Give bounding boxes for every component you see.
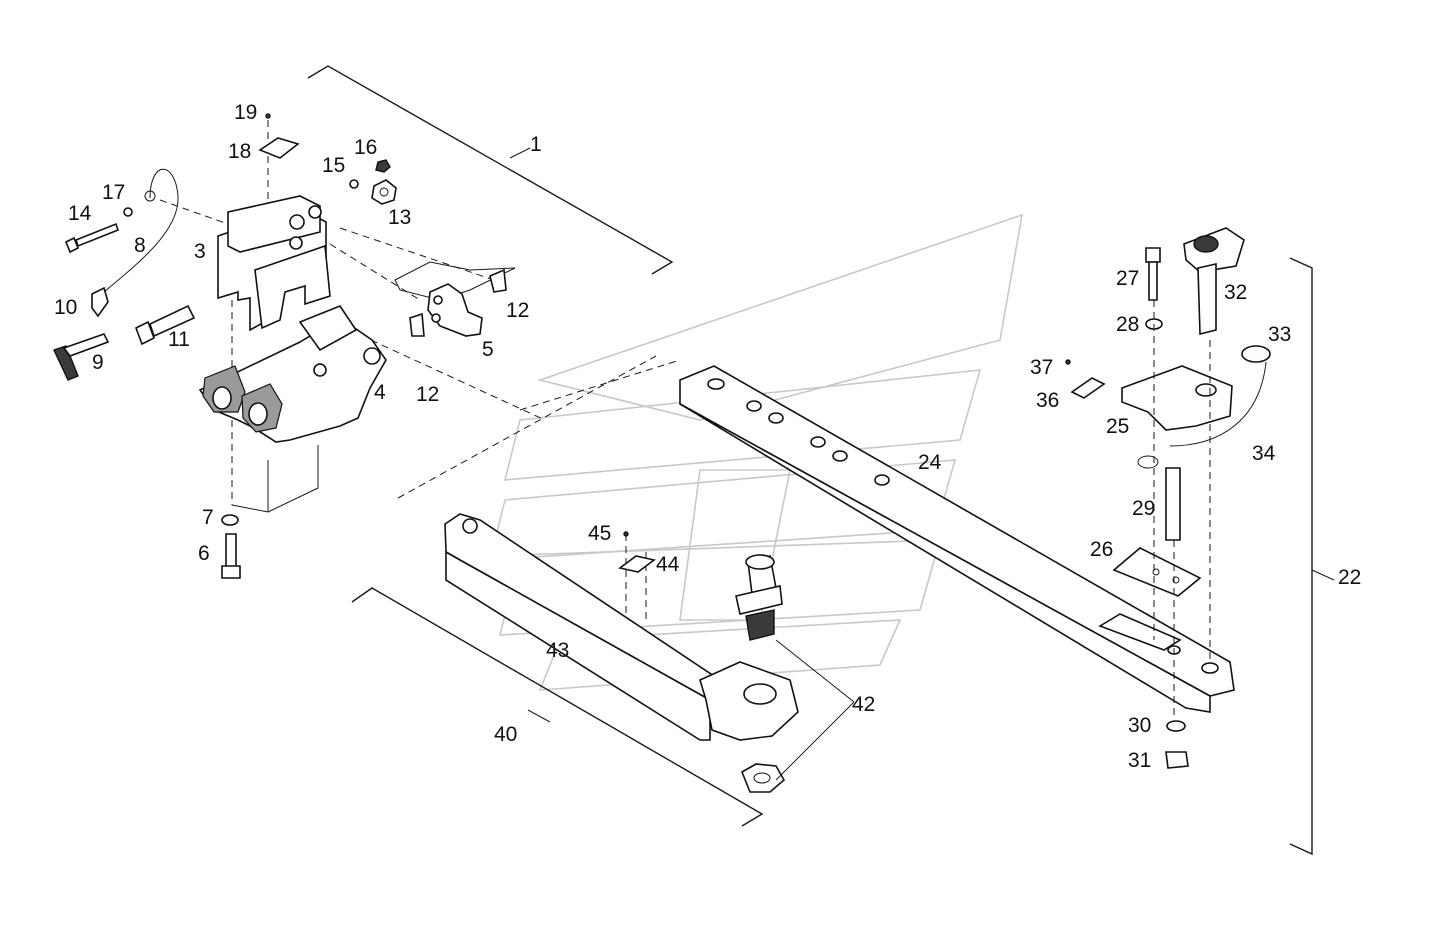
callout-25: 25 <box>1106 415 1129 438</box>
callout-19: 19 <box>234 101 257 124</box>
part-15-washer <box>349 179 359 189</box>
assembly-lines-group-40 <box>397 355 681 632</box>
callout-26: 26 <box>1090 538 1113 561</box>
callout-33: 33 <box>1268 323 1291 346</box>
callout-42: 42 <box>852 693 875 716</box>
callout-14: 14 <box>68 202 92 225</box>
callout-1: 1 <box>530 133 542 156</box>
part-33-clip <box>1241 345 1271 363</box>
callout-24: 24 <box>918 451 942 474</box>
callout-32: 32 <box>1224 281 1247 304</box>
callout-15: 15 <box>322 154 345 177</box>
leader-lines <box>509 147 1335 781</box>
part-6-bolt <box>221 533 241 579</box>
bracket-group-22 <box>1289 257 1313 856</box>
callout-31: 31 <box>1128 749 1151 772</box>
part-43-lower-arm <box>444 513 799 741</box>
callout-5: 5 <box>482 338 494 361</box>
callout-6: 6 <box>198 542 210 565</box>
callout-44: 44 <box>656 553 680 576</box>
part-31-nut <box>1165 751 1189 769</box>
callout-18: 18 <box>228 140 251 163</box>
part-17-washer <box>123 207 133 217</box>
callout-16: 16 <box>354 136 377 159</box>
part-5-latch <box>427 283 483 337</box>
callout-8: 8 <box>134 234 146 257</box>
part-14-bolt <box>64 222 119 254</box>
callout-9: 9 <box>92 351 104 374</box>
callout-29: 29 <box>1132 497 1155 520</box>
part-32-hitch-pin <box>1183 227 1245 336</box>
callout-12-lower: 12 <box>416 383 439 406</box>
callout-13: 13 <box>388 206 411 229</box>
callout-labels: 1 3 4 5 6 7 8 9 10 11 12 12 13 14 15 16 … <box>54 101 1361 772</box>
part-29-stud <box>1165 467 1181 541</box>
part-16-nut-small <box>375 159 391 173</box>
part-34-chain <box>1137 361 1267 469</box>
callout-22: 22 <box>1338 566 1361 589</box>
part-4-lower-jaw <box>198 305 387 443</box>
bracket-group-40 <box>351 587 764 827</box>
callout-40: 40 <box>494 723 517 746</box>
part-8-lanyard <box>103 168 179 293</box>
part-10-clip <box>91 286 109 318</box>
part-42-nut <box>740 763 786 793</box>
part-36-plate <box>1070 377 1106 399</box>
part-27-bolt <box>1145 247 1161 301</box>
bracket-group-1 <box>307 65 674 275</box>
part-26-plate <box>1112 547 1202 597</box>
callout-45: 45 <box>588 522 611 545</box>
part-13-nut <box>371 179 397 205</box>
callout-37: 37 <box>1030 356 1053 379</box>
part-19-pin <box>265 113 271 119</box>
part-18-plate <box>258 137 300 159</box>
callout-10: 10 <box>54 296 77 319</box>
callout-43: 43 <box>546 639 569 662</box>
callout-4: 4 <box>374 381 386 404</box>
part-25-bracket <box>1121 365 1233 431</box>
callout-34: 34 <box>1252 442 1276 465</box>
part-12-ring-upper <box>489 268 507 293</box>
callout-36: 36 <box>1036 389 1059 412</box>
part-12-ring-lower <box>409 312 425 337</box>
callout-27: 27 <box>1116 267 1139 290</box>
part-42-pin <box>735 554 783 641</box>
part-24-drawbar <box>679 365 1235 713</box>
part-11-bolt <box>134 304 196 346</box>
part-30-washer <box>1166 720 1186 732</box>
assembly-lines-group-22 <box>1153 300 1211 720</box>
callout-12-upper: 12 <box>506 299 529 322</box>
callout-3: 3 <box>194 240 206 263</box>
part-37-pin <box>1065 359 1071 365</box>
part-9-pin <box>53 333 110 381</box>
assembly-lines-group-1 <box>159 120 546 513</box>
callout-7: 7 <box>202 506 214 529</box>
part-3-hitch-body <box>217 195 331 332</box>
callout-30: 30 <box>1128 714 1151 737</box>
part-45-pin <box>623 531 629 537</box>
callout-28: 28 <box>1116 313 1139 336</box>
callout-17: 17 <box>102 181 125 204</box>
part-44-plate <box>618 555 656 573</box>
part-7-washer <box>221 514 239 526</box>
callout-11: 11 <box>168 328 190 351</box>
